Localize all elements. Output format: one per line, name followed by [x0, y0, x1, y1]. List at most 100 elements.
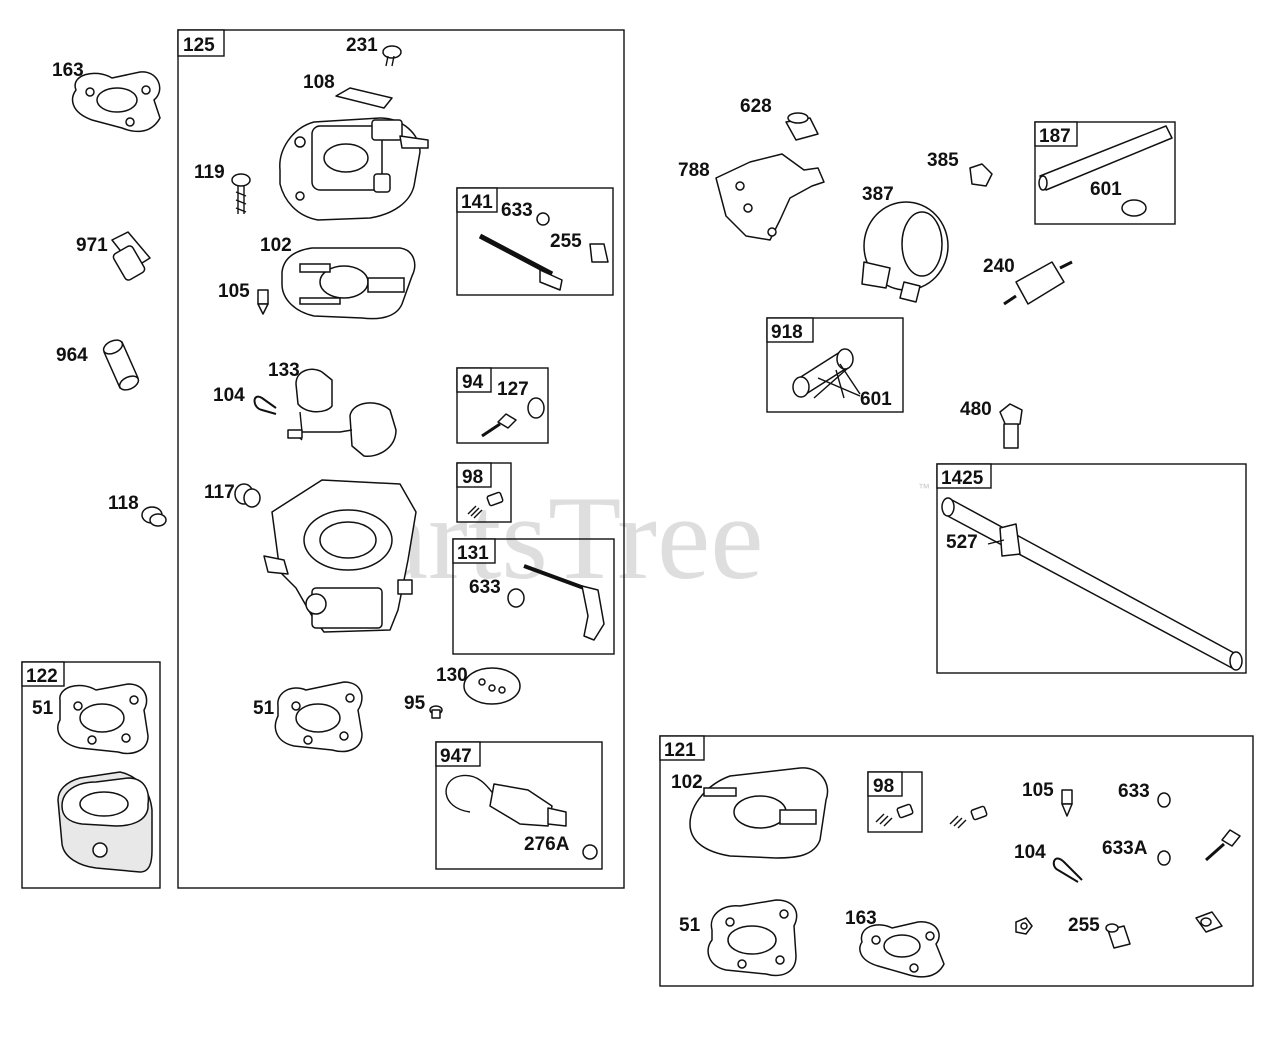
part-480-bolt[interactable]	[999, 403, 1023, 449]
part-121-gasket-51[interactable]	[707, 899, 798, 977]
label-964[interactable]: 964	[56, 345, 88, 366]
part-105-needle[interactable]	[257, 289, 269, 315]
part-918-hose-clamp[interactable]	[792, 348, 861, 398]
group-125[interactable]: 125	[177, 29, 625, 889]
label-240[interactable]: 240	[983, 256, 1015, 277]
label-130[interactable]: 130	[436, 665, 468, 686]
part-125-carb-body[interactable]	[263, 479, 417, 633]
part-947-solenoid[interactable]	[445, 774, 598, 860]
label-105[interactable]: 105	[1022, 780, 1054, 801]
part-94-needle[interactable]	[481, 397, 545, 438]
part-118-plug[interactable]	[141, 506, 167, 527]
label-231[interactable]: 231	[346, 35, 378, 56]
part-121-spring-screws[interactable]	[875, 803, 988, 829]
label-104[interactable]: 104	[213, 385, 245, 406]
label-788[interactable]: 788	[678, 160, 710, 181]
group-131[interactable]: 131	[452, 538, 615, 655]
label-119[interactable]: 119	[194, 162, 225, 183]
part-121-washer-633[interactable]	[1157, 792, 1171, 808]
part-130-plate[interactable]	[463, 667, 521, 705]
part-121-washer-633a[interactable]	[1157, 850, 1171, 866]
label-127[interactable]: 127	[497, 379, 529, 400]
label-633[interactable]: 633	[1118, 781, 1150, 802]
part-964-sleeve[interactable]	[101, 337, 140, 392]
label-108[interactable]: 108	[303, 72, 335, 93]
part-95-screw[interactable]	[429, 705, 443, 719]
part-131-choke-shaft[interactable]	[507, 564, 605, 641]
part-141-shaft[interactable]	[478, 212, 609, 291]
group-141[interactable]: 141	[456, 187, 614, 296]
label-163[interactable]: 163	[52, 60, 84, 81]
part-121-gasket-163[interactable]	[859, 921, 945, 978]
part-119-screw[interactable]	[231, 173, 251, 214]
label-628[interactable]: 628	[740, 96, 772, 117]
part-187-fuel-line[interactable]	[1038, 125, 1173, 217]
label-104[interactable]: 104	[1014, 842, 1046, 863]
group-98-right[interactable]: 98	[867, 771, 923, 833]
label-102[interactable]: 102	[671, 772, 703, 793]
part-387-fuel-pump[interactable]	[861, 201, 949, 303]
part-121-gasket-102[interactable]	[689, 767, 829, 859]
part-231-screw[interactable]	[382, 45, 402, 67]
part-240-fuel-filter[interactable]	[1003, 260, 1073, 306]
part-121-clip-104[interactable]	[1052, 857, 1083, 883]
label-117[interactable]: 117	[204, 482, 235, 503]
label-601[interactable]: 601	[860, 389, 892, 410]
group-label: 122	[26, 666, 58, 687]
group-98-left[interactable]: 98	[456, 462, 512, 523]
part-104-clip[interactable]	[253, 395, 277, 415]
group-187[interactable]: 187	[1034, 121, 1176, 225]
group-label: 131	[457, 543, 489, 564]
part-117-plug[interactable]	[234, 483, 261, 508]
part-385-nut[interactable]	[969, 163, 993, 187]
group-label: 947	[440, 746, 472, 767]
part-121-clamp[interactable]	[1195, 911, 1223, 933]
label-971[interactable]: 971	[76, 235, 108, 256]
part-125-carb-top[interactable]	[279, 117, 429, 221]
part-labels: 163 971 964 118 51 231 108 119 102 105 6…	[32, 35, 1150, 936]
label-51[interactable]: 51	[679, 915, 701, 936]
part-108-gasket[interactable]	[335, 87, 393, 109]
label-276a[interactable]: 276A	[524, 834, 570, 855]
label-255[interactable]: 255	[550, 231, 582, 252]
label-51[interactable]: 51	[32, 698, 54, 719]
label-480[interactable]: 480	[960, 399, 992, 420]
group-947[interactable]: 947	[435, 741, 603, 870]
group-1425[interactable]: 1425	[936, 463, 1247, 674]
label-95[interactable]: 95	[404, 693, 426, 714]
label-51[interactable]: 51	[253, 698, 275, 719]
label-118[interactable]: 118	[108, 493, 139, 514]
part-122-spacer-kit[interactable]	[57, 683, 153, 873]
label-385[interactable]: 385	[927, 150, 959, 171]
label-527[interactable]: 527	[946, 532, 978, 553]
label-633[interactable]: 633	[501, 200, 533, 221]
label-387[interactable]: 387	[862, 184, 894, 205]
label-633[interactable]: 633	[469, 577, 501, 598]
label-102[interactable]: 102	[260, 235, 292, 256]
label-255[interactable]: 255	[1068, 915, 1100, 936]
part-163-gasket[interactable]	[71, 71, 161, 133]
part-133-float[interactable]	[287, 368, 397, 457]
part-121-fitting-255[interactable]	[1105, 923, 1131, 949]
label-133[interactable]: 133	[268, 360, 300, 381]
group-122[interactable]: 122	[21, 661, 161, 889]
part-121-needle-105[interactable]	[1061, 789, 1073, 817]
label-633a[interactable]: 633A	[1102, 838, 1148, 859]
part-98-spring-screw[interactable]	[467, 491, 504, 519]
part-51-gasket[interactable]	[274, 681, 363, 753]
label-163[interactable]: 163	[845, 908, 877, 929]
group-918[interactable]: 918	[766, 317, 904, 413]
group-94[interactable]: 94	[456, 367, 549, 444]
part-121-washer[interactable]	[1015, 917, 1033, 935]
part-1425-fuel-tube[interactable]	[941, 497, 1243, 671]
group-121[interactable]: 121	[659, 735, 1254, 987]
part-971-fitting[interactable]	[111, 231, 151, 281]
label-601[interactable]: 601	[1090, 179, 1122, 200]
part-102-gasket[interactable]	[281, 247, 416, 320]
label-105[interactable]: 105	[218, 281, 250, 302]
group-label: 94	[462, 372, 484, 393]
part-121-mixture-screw[interactable]	[1205, 829, 1241, 862]
part-788-bracket[interactable]	[715, 153, 825, 241]
part-628-bolt[interactable]	[785, 112, 819, 141]
